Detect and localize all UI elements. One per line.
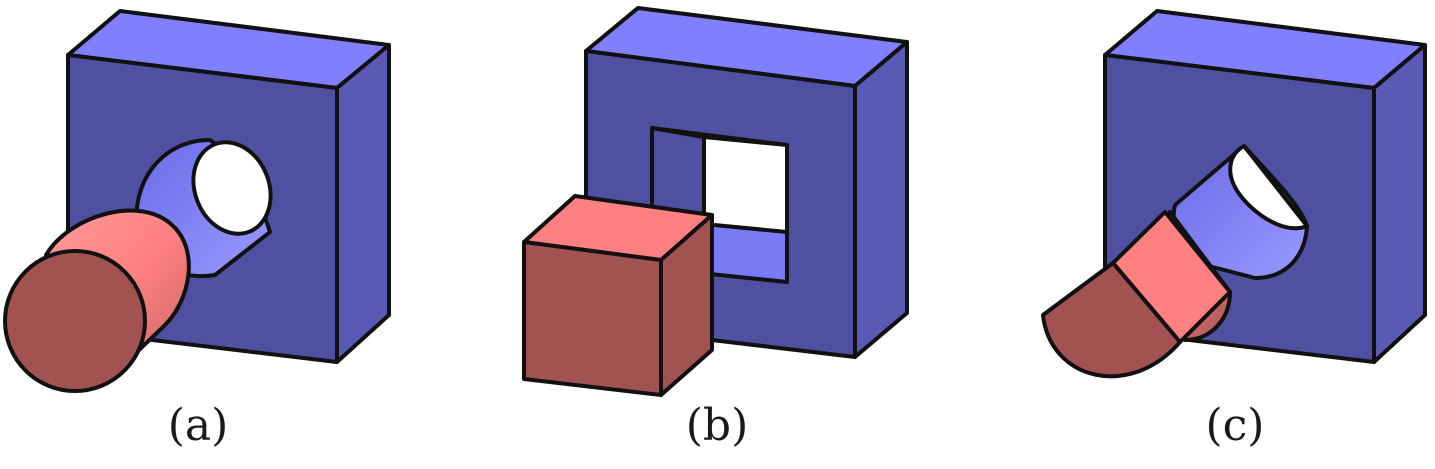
cube-front xyxy=(522,240,663,397)
d-shaped-peg-icon xyxy=(1041,210,1232,379)
panel-a-label: (a) xyxy=(167,400,229,451)
cube-peg-icon xyxy=(522,194,714,397)
hole-a-opening xyxy=(191,140,273,236)
hole-c-opening xyxy=(1228,144,1309,231)
block-c-side xyxy=(1372,43,1427,364)
panel-c xyxy=(1041,9,1427,379)
hole-b-opening xyxy=(702,135,789,234)
cylinder-front-face xyxy=(3,249,147,393)
d-peg-front-face xyxy=(1041,261,1182,379)
panel-a xyxy=(3,9,391,393)
panel-b xyxy=(522,6,909,397)
panel-c-label: (c) xyxy=(1205,400,1265,451)
panel-b-label: (b) xyxy=(685,400,749,451)
block-a-side xyxy=(335,43,391,364)
cylinder-peg-icon xyxy=(3,208,191,393)
block-b-side xyxy=(853,40,909,359)
